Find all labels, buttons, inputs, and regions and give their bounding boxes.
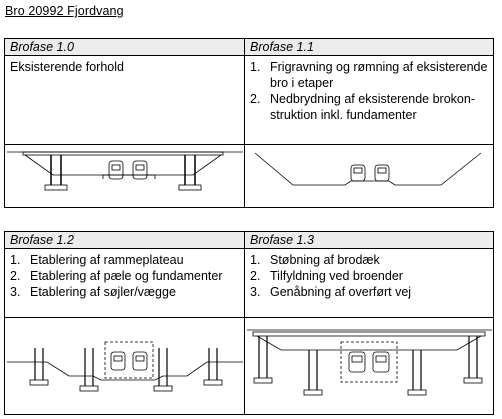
vehicle-icon bbox=[372, 351, 390, 373]
bridge-drawing-cell bbox=[4, 144, 245, 208]
phase-title: Brofase 1.2 bbox=[10, 233, 74, 247]
phase-table-upper: Brofase 1.0 Brofase 1.1 Eksisterende for… bbox=[4, 38, 494, 208]
footing bbox=[303, 389, 323, 396]
vehicle-icon bbox=[348, 351, 366, 373]
frame-outline bbox=[340, 341, 398, 383]
step-label: Etablering af rammeplateau bbox=[30, 253, 184, 267]
step-number: 1. bbox=[250, 60, 261, 74]
step-item: 1. Støbning af brodæk bbox=[250, 252, 489, 268]
road-profile bbox=[102, 174, 156, 179]
step-label: Genåbning af overført vej bbox=[270, 285, 412, 299]
terrain-slope bbox=[254, 152, 482, 186]
step-list: 1. Frigravning og rømning af eksisterend… bbox=[245, 56, 493, 123]
terrain-line bbox=[7, 361, 243, 381]
step-number: 2. bbox=[10, 269, 21, 283]
step-number: 1. bbox=[250, 253, 261, 267]
step-item: 1. Etablering af rammeplateau bbox=[10, 252, 240, 268]
vehicle-window bbox=[135, 164, 145, 171]
phase-table-lower: Brofase 1.2 Brofase 1.3 1. Etablering af… bbox=[4, 231, 494, 415]
phase-header-cell: Brofase 1.1 bbox=[244, 38, 494, 56]
vehicle-icon bbox=[110, 351, 126, 371]
vehicle-icon bbox=[108, 160, 124, 180]
phase-steps-cell: 1. Etablering af rammeplateau 2. Etabler… bbox=[4, 248, 245, 318]
footing bbox=[29, 379, 49, 386]
vehicle-icon bbox=[374, 164, 390, 182]
step-number: 3. bbox=[10, 285, 21, 299]
footing bbox=[463, 377, 483, 384]
bridge-deck bbox=[22, 151, 224, 156]
vehicle-window bbox=[353, 167, 363, 174]
footing bbox=[79, 385, 99, 392]
vehicle-icon bbox=[350, 164, 366, 182]
footing bbox=[153, 385, 173, 392]
phase-description: Eksisterende forhold bbox=[10, 60, 124, 74]
step-list: 1. Etablering af rammeplateau 2. Etabler… bbox=[5, 249, 244, 300]
step-label: Nedbrydning af eksisterende brokon- stru… bbox=[270, 91, 489, 123]
step-line: Nedbrydning af eksisterende brokon- bbox=[270, 92, 475, 106]
bridge-drawing-cell bbox=[244, 144, 494, 208]
phase-title: Brofase 1.3 bbox=[250, 233, 314, 247]
step-label: Støbning af brodæk bbox=[270, 253, 380, 267]
deck-haunch bbox=[256, 335, 482, 351]
step-item: 3. Genåbning af overført vej bbox=[250, 284, 489, 300]
phase-title: Brofase 1.0 bbox=[10, 40, 74, 54]
step-label: Etablering af pæle og fundamenter bbox=[30, 269, 223, 283]
vehicle-window bbox=[135, 355, 145, 362]
footing bbox=[203, 379, 223, 386]
step-line: bro i etaper bbox=[270, 76, 334, 90]
phase-header-cell: Brofase 1.3 bbox=[244, 231, 494, 249]
step-label: Tilfyldning ved broender bbox=[270, 269, 403, 283]
bridge-drawing-cell bbox=[244, 317, 494, 415]
step-label: Etablering af søjler/vægge bbox=[30, 285, 176, 299]
bridge-drawing-cell bbox=[4, 317, 245, 415]
step-number: 3. bbox=[250, 285, 261, 299]
step-line: struktion inkl. fundamenter bbox=[270, 108, 417, 122]
vehicle-window bbox=[377, 167, 387, 174]
phase-steps-cell: 1. Støbning af brodæk 2. Tilfyldning ved… bbox=[244, 248, 494, 318]
step-number: 2. bbox=[250, 92, 261, 106]
vehicle-window bbox=[375, 355, 387, 363]
bridge-drawing-demolition bbox=[254, 152, 482, 186]
step-number: 2. bbox=[250, 269, 261, 283]
frame-outline bbox=[104, 341, 154, 379]
step-list: 1. Støbning af brodæk 2. Tilfyldning ved… bbox=[245, 249, 493, 300]
step-label: Frigravning og rømning af eksisterende b… bbox=[270, 59, 489, 91]
step-item: 3. Etablering af søjler/vægge bbox=[10, 284, 240, 300]
document-title: Bro 20992 Fjordvang bbox=[5, 4, 124, 18]
vehicle-window bbox=[111, 164, 121, 171]
footing bbox=[253, 377, 273, 384]
bridge-drawing-foundations bbox=[7, 341, 243, 392]
vehicle-icon bbox=[132, 160, 148, 180]
step-item: 2. Nedbrydning af eksisterende brokon- s… bbox=[250, 91, 489, 123]
step-item: 2. Tilfyldning ved broender bbox=[250, 268, 489, 284]
footing bbox=[178, 184, 202, 191]
bridge-drawing-existing bbox=[7, 151, 243, 191]
phase-description-cell: Eksisterende forhold bbox=[4, 55, 245, 145]
vehicle-window bbox=[351, 355, 363, 363]
vehicle-icon bbox=[132, 351, 148, 371]
phase-header-cell: Brofase 1.2 bbox=[4, 231, 245, 249]
phase-title: Brofase 1.1 bbox=[250, 40, 314, 54]
footing bbox=[44, 184, 68, 191]
step-line: Frigravning og rømning af eksisterende bbox=[270, 60, 488, 74]
vehicle-window bbox=[113, 355, 123, 362]
step-number: 1. bbox=[10, 253, 21, 267]
phase-header-cell: Brofase 1.0 bbox=[4, 38, 245, 56]
step-item: 1. Frigravning og rømning af eksisterend… bbox=[250, 59, 489, 91]
footing bbox=[407, 389, 427, 396]
step-item: 2. Etablering af pæle og fundamenter bbox=[10, 268, 240, 284]
bridge-drawing-new-bridge bbox=[247, 329, 492, 396]
bridge-deck bbox=[252, 331, 486, 337]
phase-steps-cell: 1. Frigravning og rømning af eksisterend… bbox=[244, 55, 494, 145]
